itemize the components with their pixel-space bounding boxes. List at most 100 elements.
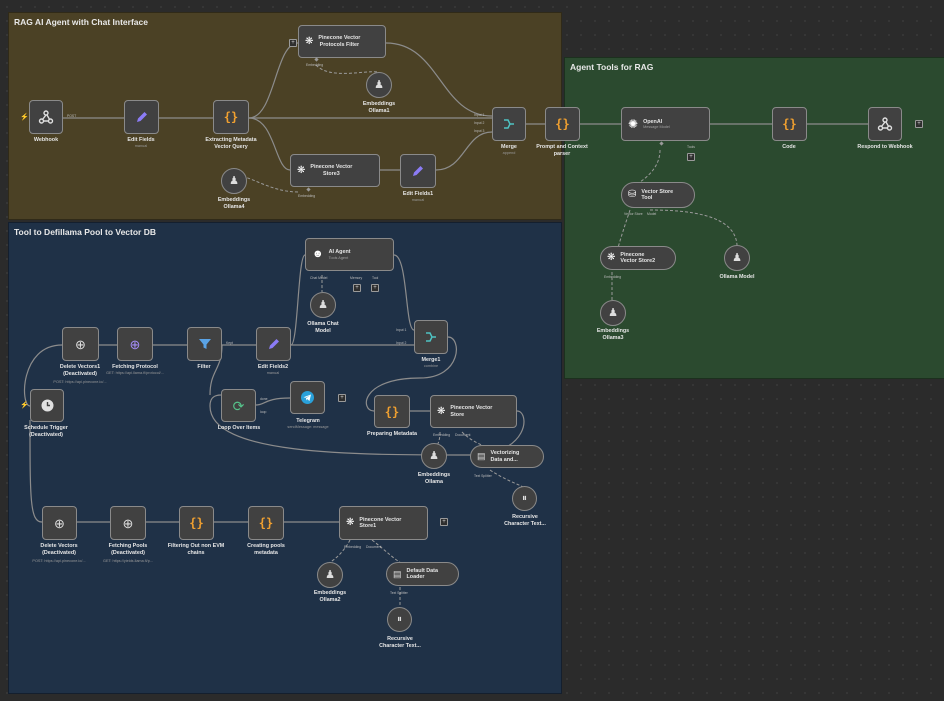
pinecone-icon: ❋ [305, 35, 314, 47]
node-inline-label: Vector Store Tool [641, 188, 674, 201]
webhook-icon [38, 109, 54, 125]
node-inline-label: Pinecone Vector Store1 [359, 516, 402, 529]
merge-node[interactable] [492, 107, 526, 141]
node-subtitle: POST: https://api.pinecone.io/... [32, 559, 86, 563]
prompt-context-parser-node[interactable]: {} [545, 107, 580, 141]
code-braces-icon: {} [189, 516, 204, 530]
telegram-icon [300, 390, 315, 405]
globe-icon: ⊕ [122, 515, 134, 531]
add-tool-button[interactable]: + [371, 284, 379, 292]
ai-agent-node[interactable]: ☻ AI Agent Tools Agent [305, 238, 394, 271]
embeddings-ollama4-node[interactable]: ♟ [221, 168, 247, 194]
node-label: Ollama Model [719, 274, 755, 280]
pencil-icon [411, 164, 425, 178]
fetching-pools-node[interactable]: ⊕ [110, 506, 146, 540]
node-label: Filtering Out non EVM chains [167, 543, 225, 556]
node-label: Recursive Character Text... [379, 636, 421, 649]
pinecone-icon: ❋ [346, 517, 355, 528]
node-inline-label: Default Data Loader [406, 567, 438, 580]
webhook-node[interactable] [29, 100, 63, 134]
llama-icon: ♟ [429, 449, 439, 462]
node-label: Loop Over Items [217, 425, 261, 431]
node-label: Respond to Webhook [857, 144, 913, 150]
schedule-trigger-node[interactable] [30, 389, 64, 422]
document-icon: ▤ [393, 568, 402, 579]
creating-pools-metadata-node[interactable]: {} [248, 506, 284, 540]
node-inline-label: Pinecone Vector Store3 [310, 164, 353, 177]
edit-fields-node[interactable] [124, 100, 159, 134]
embeddings-ollama-node[interactable]: ♟ [421, 443, 447, 469]
port-label: Embedding [433, 433, 451, 437]
embeddings-ollama3-node[interactable]: ♟ [600, 300, 626, 326]
ollama-model-node[interactable]: ♟ [724, 245, 750, 271]
port-label: Embedding [604, 275, 622, 279]
node-label: Embeddings Ollama3 [596, 328, 630, 341]
embeddings-ollama2-node[interactable]: ♟ [317, 562, 343, 588]
filtering-evm-node[interactable]: {} [179, 506, 214, 540]
node-label: Recursive Character Text... [504, 514, 546, 527]
node-label: Merge1 [421, 357, 441, 363]
trigger-bolt-icon: ⚡ [20, 402, 29, 409]
merge1-node[interactable] [414, 320, 448, 354]
webhook-output-label: POST [67, 114, 77, 118]
recursive-splitter2-node[interactable]: ⏸ [387, 607, 412, 632]
code-braces-icon: {} [555, 117, 570, 131]
node-subtitle: POST: https://api.pinecone.io/... [53, 380, 107, 384]
group-defillama[interactable]: Tool to Defillama Pool to Vector DB [8, 222, 562, 694]
pinecone-protocols-filter-node[interactable]: ❋ Pinecone Vector Protocols Filter [298, 25, 386, 58]
port-label: Memory [350, 276, 363, 280]
fetching-protocol-node[interactable]: ⊕ [117, 327, 153, 361]
add-memory-button[interactable]: + [353, 284, 361, 292]
pencil-icon [267, 337, 281, 351]
group-title: Agent Tools for RAG [570, 62, 654, 72]
pinecone-store1-node[interactable]: ❋ Pinecone Vector Store1 [339, 506, 428, 540]
node-label: Creating pools metadata [247, 543, 285, 556]
code-node[interactable]: {} [772, 107, 807, 141]
code-braces-icon: {} [782, 117, 797, 131]
default-data-loader-node[interactable]: ▤ Default Data Loader [386, 562, 459, 586]
llama-icon: ♟ [608, 306, 618, 319]
ollama-chat-model-node[interactable]: ♟ [310, 292, 336, 318]
respond-to-webhook-node[interactable] [868, 107, 902, 141]
node-label: Prompt and Context parser [536, 144, 588, 157]
preparing-metadata-node[interactable]: {} [374, 395, 410, 428]
add-tool-button[interactable]: + [687, 153, 695, 161]
add-node-button[interactable]: + [440, 518, 448, 526]
delete-vectors-node[interactable]: ⊕ [42, 506, 77, 540]
extracting-metadata-node[interactable]: {} [213, 100, 249, 134]
node-inline-label: OpenAI Message Model [643, 118, 670, 130]
node-label: Edit Fields [127, 137, 155, 143]
group-title: Tool to Defillama Pool to Vector DB [14, 227, 156, 237]
node-label: Embeddings Ollama1 [362, 101, 396, 114]
node-subtitle: manual [411, 198, 425, 202]
refresh-icon: ⟳ [232, 397, 245, 414]
edit-fields2-node[interactable] [256, 327, 291, 361]
vector-store-tool-node[interactable]: ⛁ Vector Store Tool [621, 182, 695, 208]
vectorizing-data-node[interactable]: ▤ Vectorizing Data and... [470, 445, 544, 468]
embeddings-ollama1-node[interactable]: ♟ [366, 72, 392, 98]
merge-input-2: Input 2 [474, 121, 485, 125]
telegram-node[interactable] [290, 381, 325, 414]
splitter-icon: ⏸ [522, 492, 527, 504]
delete-vectors1-node[interactable]: ⊕ [62, 327, 99, 361]
edit-fields1-node[interactable] [400, 154, 436, 188]
pinecone-vector-store-node[interactable]: ❋ Pinecone Vector Store [430, 395, 517, 428]
recursive-splitter1-node[interactable]: ⏸ [512, 486, 537, 511]
add-button[interactable]: + [289, 39, 297, 47]
port-label: Model [647, 212, 657, 216]
robot-icon: ☻ [312, 248, 324, 260]
filter-node[interactable] [187, 327, 222, 361]
add-node-button[interactable]: + [915, 120, 923, 128]
node-label: Delete Vectors (Deactivated) [40, 543, 78, 556]
merge-icon [424, 330, 438, 344]
pinecone-store3-node[interactable]: ❋ Pinecone Vector Store3 [290, 154, 380, 187]
openai-node[interactable]: ✺ OpenAI Message Model [621, 107, 710, 141]
pinecone-store2-node[interactable]: ❋ Pinecone Vector Store2 [600, 246, 676, 270]
loop-over-items-node[interactable]: ⟳ [221, 389, 256, 422]
llama-icon: ♟ [318, 298, 328, 311]
node-label: Fetching Protocol [112, 364, 158, 370]
add-node-button[interactable]: + [338, 394, 346, 402]
port-label: Embedding [306, 63, 324, 67]
port-label: loop [260, 410, 267, 414]
node-subtitle: GET: https://api.llama.fi/protocol/... [106, 371, 164, 375]
